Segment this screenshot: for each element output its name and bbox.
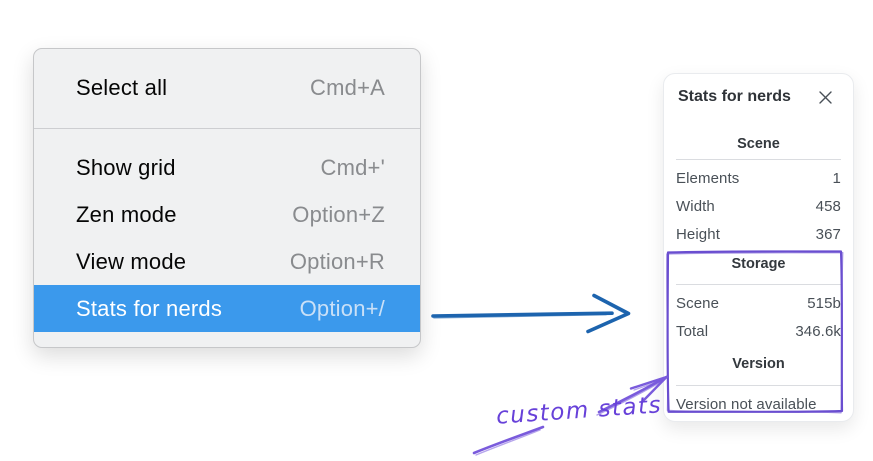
menu-item-shortcut: Option+R — [289, 248, 385, 274]
stat-row-elements: Elements 1 — [676, 164, 841, 192]
stat-label: Elements — [676, 169, 740, 187]
stats-panel-header: Stats for nerds — [676, 82, 841, 112]
section-divider — [676, 385, 841, 386]
stat-value: 458 — [815, 197, 841, 215]
stat-row-storage-scene: Scene 515b — [676, 289, 841, 317]
menu-item-zen-mode[interactable]: Zen mode Option+Z — [34, 191, 420, 238]
version-note: Version not available — [676, 395, 817, 413]
blue-arrow — [431, 293, 631, 334]
menu-item-label: Show grid — [76, 154, 176, 180]
menu-item-view-mode[interactable]: View mode Option+R — [34, 238, 420, 285]
menu-group: Select all Cmd+A — [34, 49, 420, 128]
stat-label: Height — [676, 225, 720, 243]
stats-panel-title: Stats for nerds — [678, 88, 791, 105]
stat-value: 1 — [832, 169, 841, 187]
storage-rows: Scene 515b Total 346.6k — [676, 289, 841, 345]
menu-item-label: Stats for nerds — [76, 295, 223, 321]
stat-label: Width — [676, 197, 715, 215]
menu-item-shortcut: Cmd+' — [320, 154, 385, 180]
menu-item-show-grid[interactable]: Show grid Cmd+' — [34, 144, 420, 191]
context-menu: Select all Cmd+A Show grid Cmd+' Zen mod… — [33, 48, 421, 348]
stat-value: 515b — [807, 294, 841, 312]
annotation-label: custom stats — [495, 392, 663, 430]
section-divider — [676, 284, 841, 285]
close-icon — [818, 90, 832, 104]
menu-item-stats-for-nerds[interactable]: Stats for nerds Option+/ — [34, 285, 420, 332]
stat-row-height: Height 367 — [676, 220, 841, 248]
section-heading-version: Version — [732, 356, 785, 372]
section-heading-storage: Storage — [731, 256, 786, 272]
menu-item-label: Zen mode — [76, 201, 177, 227]
menu-item-shortcut: Option+Z — [292, 201, 385, 227]
close-button[interactable] — [815, 87, 835, 107]
menu-item-shortcut: Cmd+A — [310, 75, 385, 100]
stat-value: 346.6k — [795, 322, 841, 340]
menu-divider — [34, 128, 420, 129]
stats-panel: Stats for nerds Scene Elements 1 Width 4… — [663, 73, 854, 422]
menu-group: Show grid Cmd+' Zen mode Option+Z View m… — [34, 129, 420, 344]
scene-rows: Elements 1 Width 458 Height 367 — [676, 164, 841, 248]
stat-label: Scene — [676, 294, 720, 312]
section-divider — [676, 159, 841, 160]
menu-item-label: Select all — [76, 75, 168, 100]
stat-value: 367 — [815, 225, 841, 243]
stat-label: Total — [676, 322, 709, 340]
section-heading-scene: Scene — [737, 136, 780, 152]
stat-row-storage-total: Total 346.6k — [676, 317, 841, 345]
menu-item-select-all[interactable]: Select all Cmd+A — [34, 63, 420, 113]
menu-item-shortcut: Option+/ — [299, 295, 385, 321]
menu-item-label: View mode — [76, 248, 187, 274]
stat-row-width: Width 458 — [676, 192, 841, 220]
